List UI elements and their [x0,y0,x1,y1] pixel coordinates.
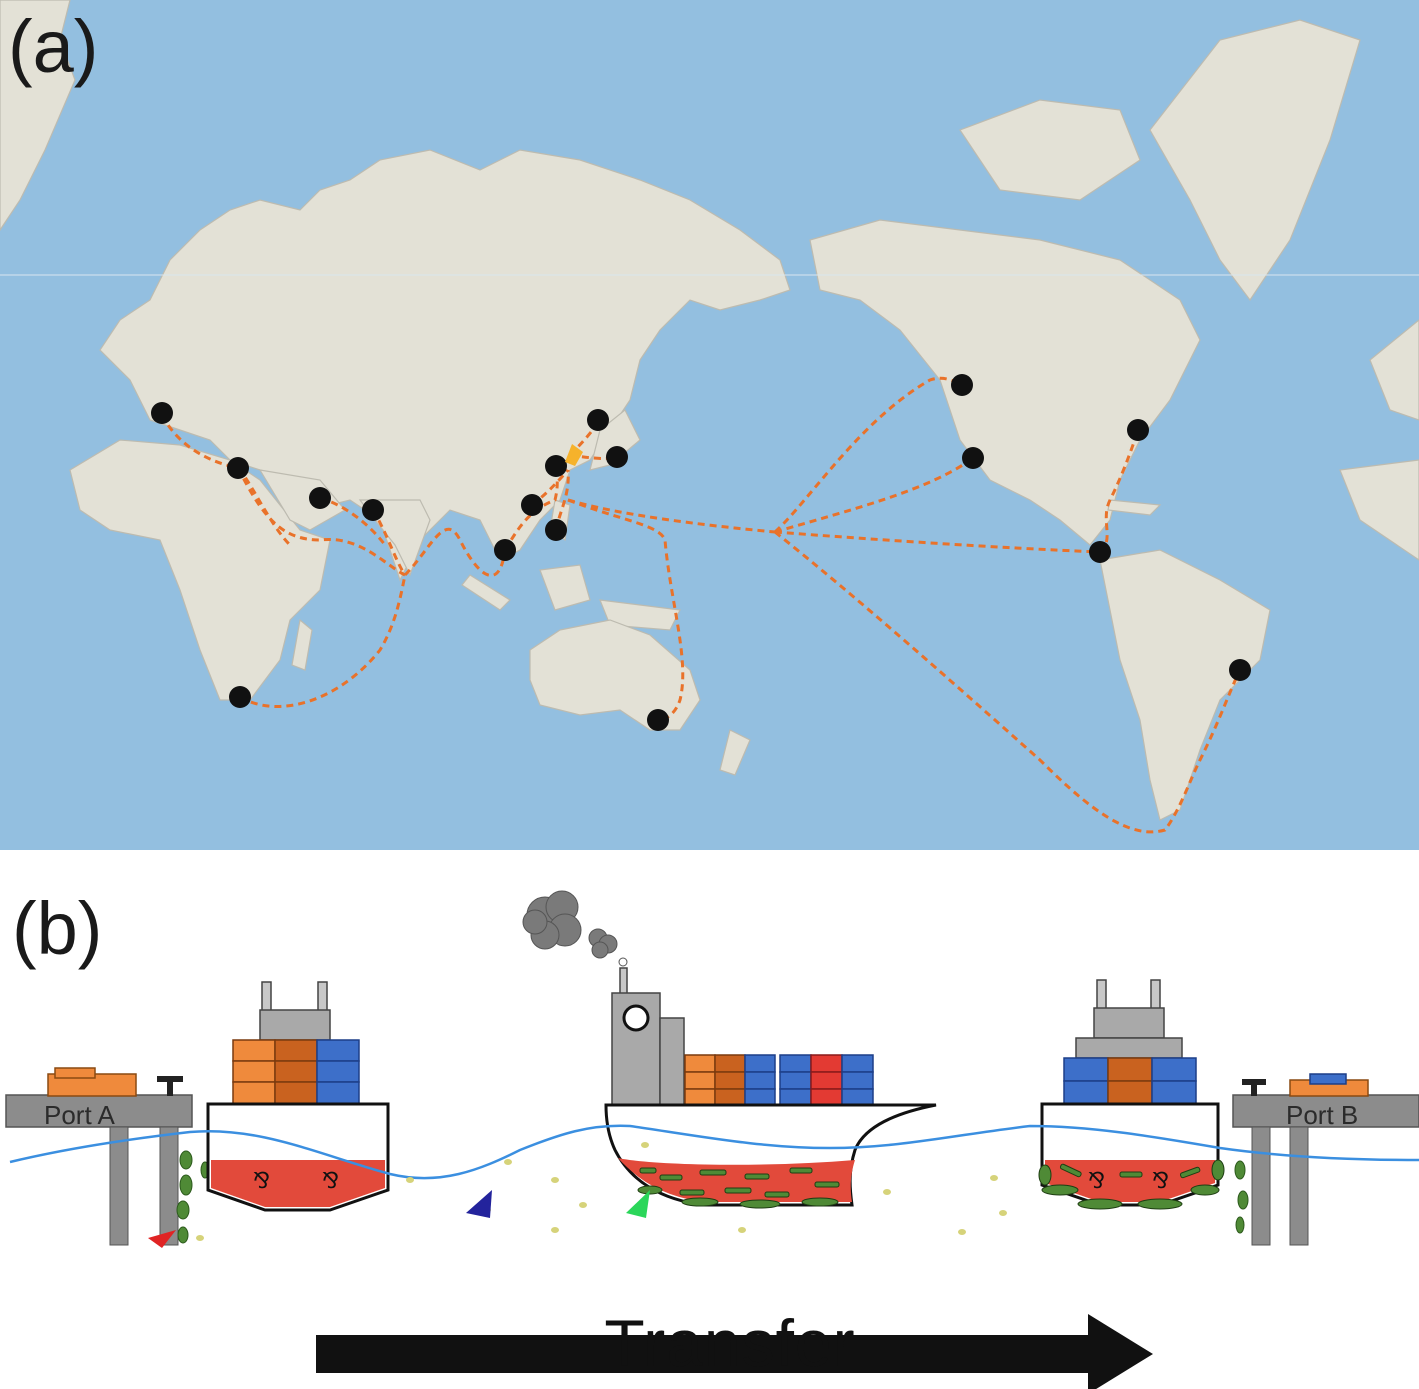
port-marker [647,709,669,731]
landmass-north-america [809,219,1201,546]
landmass-arabia [258,469,346,531]
landmass-greenland-west [0,0,76,232]
floating-organisms [196,1142,1007,1241]
port-marker [606,446,628,468]
port-b-label: Port B [1286,1100,1359,1130]
shipping-routes [160,376,1242,834]
route-australia [567,498,685,722]
route-to-panama [774,530,1101,554]
landmass-africa-east-edge [1339,459,1419,561]
port-a-bollard [167,1078,173,1096]
smoke-cloud [522,890,628,967]
panel-b-label: (b) [12,887,103,970]
route-panama-east-coast [1098,429,1140,554]
landmass-borneo [539,564,591,611]
port-markers [151,374,1251,731]
water-surface-line [9,1124,1419,1180]
port-marker [151,402,173,424]
land-masses [0,0,1419,821]
port-marker [545,455,567,477]
port-b-fouling [1234,1160,1249,1234]
landmass-new-zealand [719,729,751,776]
port-marker [521,494,543,516]
ship-a-ballasting: ⅋ ⅋ [206,981,390,1212]
route-indian-malacca [403,527,507,577]
svg-text:⅋: ⅋ [322,1169,339,1194]
port-marker [951,374,973,396]
port-b-bollard [1251,1082,1257,1096]
route-to-vancouver [773,376,963,534]
port-marker [1127,419,1149,441]
landmass-europe-east-edge [1369,319,1419,421]
landmass-arctic-islands [959,99,1141,201]
funnel [619,967,628,995]
landmass-new-guinea [599,599,681,631]
svg-text:⅋: ⅋ [1088,1169,1105,1194]
ship-b-hull-fouling [1038,1159,1225,1210]
port-marker [362,499,384,521]
port-marker [962,447,984,469]
ship-transfer-diagram: ⅋ ⅋ [0,850,1419,1389]
port-a-label: Port A [44,1100,115,1130]
diagram-svg: ⅋ ⅋ [5,890,1419,1389]
route-cape [239,574,407,708]
port-marker [227,457,249,479]
port-a-pier [5,1067,210,1246]
porthole [622,1004,650,1032]
ship-b-ballast-water [1045,1160,1215,1202]
ship-middle-containers [684,1054,874,1106]
blue-marker [466,1190,492,1218]
ship-a-containers [232,1039,360,1105]
panel-a-label: (a) [8,5,99,88]
route-to-california [774,456,974,534]
origin-port-marker [565,444,583,466]
route-gulf [319,496,387,546]
landmass-greenland [1149,19,1361,302]
transfer-label: Transfer [604,1306,856,1380]
ship-a-ballast-water [211,1160,385,1207]
port-marker [587,409,609,431]
transfer-arrow [316,1314,1153,1389]
port-marker [309,487,331,509]
route-india [371,509,407,576]
ship-middle-in-transit [522,890,937,1209]
svg-text:⅋: ⅋ [253,1169,270,1194]
landmass-cuba [1107,499,1162,516]
port-marker [1089,541,1111,563]
port-a-fouling [176,1150,210,1244]
route-transpacific-main [567,498,776,534]
green-marker [626,1190,650,1218]
red-marker [148,1230,176,1248]
port-marker [545,519,567,541]
ship-b-containers [1063,1057,1197,1105]
route-cape-horn [774,530,1242,834]
landmass-sumatra [461,574,511,611]
route-suez-indian-ocean [236,467,406,577]
landmass-madagascar [291,618,313,671]
port-marker [494,539,516,561]
landmass-africa [69,439,331,701]
landmass-australia [529,619,701,731]
map-svg [0,0,1419,850]
shipping-route-map: (a) [0,0,1419,850]
port-marker [1229,659,1251,681]
port-marker [229,686,251,708]
ship-b-deballasting: ⅋ ⅋ [1038,979,1225,1210]
port-b-pier [1232,1073,1419,1246]
svg-text:⅋: ⅋ [1152,1169,1169,1194]
